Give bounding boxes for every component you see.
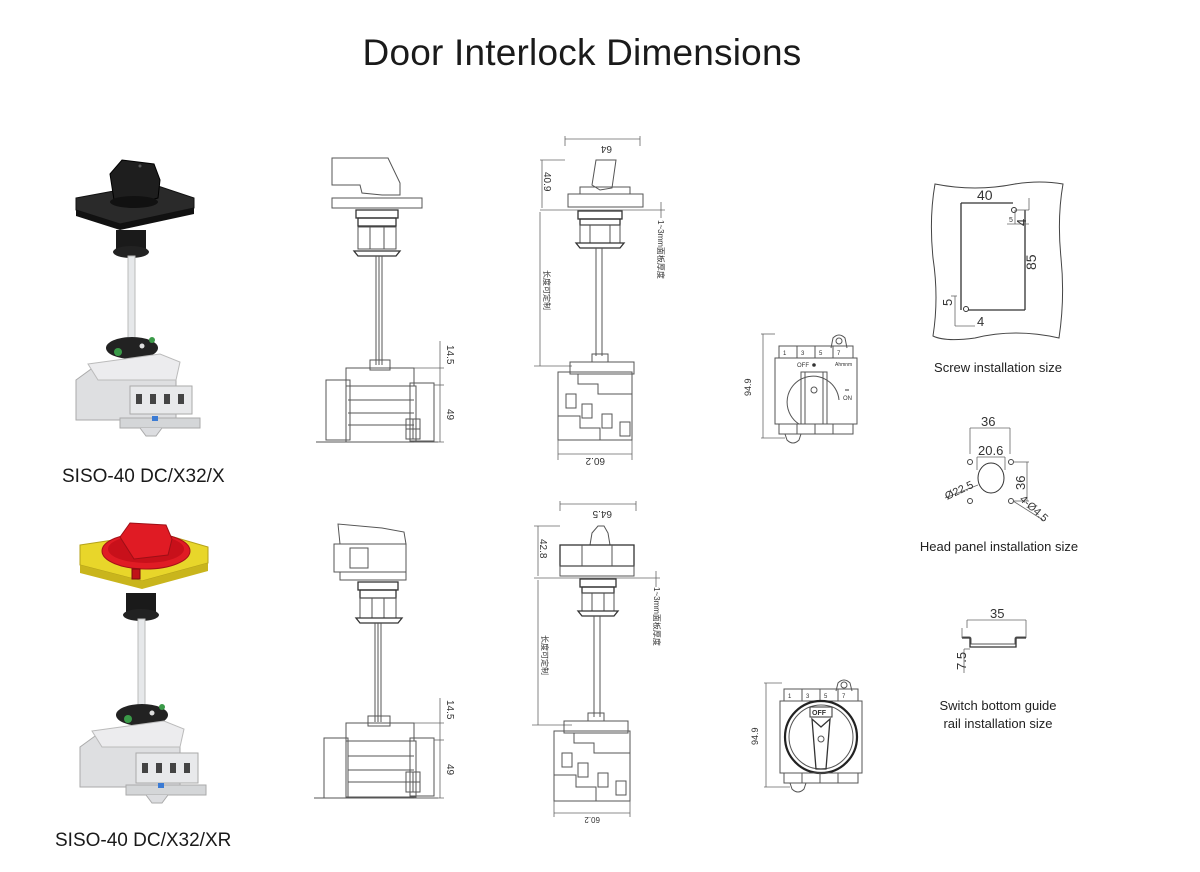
panel-thickness-note-1: 1~3mm面板厚度 [656,220,666,279]
front-view-drawing-1: 64 40.9 1~3mm面板厚度 长度可定制 60.2 [534,136,666,466]
page-title: Door Interlock Dimensions [362,32,802,73]
model-label-1: SISO-40 DC/X32/X [62,466,225,487]
rail-dim-height: 7.5 [954,652,969,670]
front-dim-body-2: 60.2 [584,815,600,824]
head-dim-holes: 4-Ø4.5 [1017,493,1050,524]
panel-thickness-note-2: 1~3mm面板厚度 [652,587,662,646]
model-label-2: SISO-40 DC/X32/XR [55,830,232,851]
side-view-drawing-1: 14.5 49 [316,157,455,443]
terminal-label: 1 [788,694,792,700]
side-view-drawing-2: 14.5 49 [314,523,455,799]
rail-caption: Switch bottom guide rail installation si… [915,697,1081,733]
off-label: OFF [812,710,827,717]
terminal-label: 7 [837,351,841,357]
front-dim-head-1: 40.9 [541,172,552,192]
product-render-2 [79,522,209,804]
face-dim-height-2: 94.9 [750,727,760,745]
rail-drawing: 35 7.5 [954,606,1027,673]
head-dim-hole-spacing-v: 36 [1013,476,1028,490]
head-panel-drawing: 36 20.6 36 Ø22.5 4-Ø4.5 [943,414,1050,525]
terminal-label: 5 [824,694,828,700]
front-dim-head-2: 42.8 [537,539,548,559]
screw-dim-bottom-v: 5 [940,299,955,306]
front-dim-width-1: 64 [600,143,612,154]
side-dim-top-1: 14.5 [444,345,455,365]
side-dim-body-2: 49 [444,764,455,776]
terminal-label: 3 [806,694,810,700]
off-label: OFF [797,363,809,369]
screw-dim-height: 85 [1023,254,1039,270]
rail-caption-line1: Switch bottom guide [939,698,1057,713]
length-note-1: 长度可定制 [542,270,552,310]
head-dim-cutout: 20.6 [978,443,1003,458]
on-label: ON [843,396,852,402]
handle-knob [119,522,173,560]
face-view-drawing-2: 94.9 1 3 5 7 OFF [750,679,863,793]
front-view-drawing-2: 64.5 42.8 1~3mm面板厚度 长度可定制 60.2 [532,501,662,824]
face-dim-height-1: 94.9 [743,378,753,396]
screw-installation-caption: Screw installation size [934,360,1062,375]
svg-text:Ahmnm: Ahmnm [835,362,852,368]
head-dim-diameter: Ø22.5 [943,479,975,503]
face-view-drawing-1: 94.9 1 3 5 7 OFF Ahmnm ON [743,333,858,444]
terminal-label: 3 [801,351,805,357]
rail-dim-width: 35 [990,606,1004,621]
screw-dim-offset-top: 4 [1014,219,1029,226]
screw-dim-width: 40 [977,187,993,203]
terminal-label: 7 [842,694,846,700]
terminal-label: 5 [819,351,823,357]
screw-installation-drawing: 40 5 4 85 5 4 [930,181,1064,341]
front-dim-width-2: 64.5 [592,508,612,519]
product-render-1 [75,159,201,437]
head-dim-hole-spacing-h: 36 [981,414,995,429]
side-dim-top-2: 14.5 [444,700,455,720]
front-dim-body-1: 60.2 [585,455,605,466]
screw-dim-offset-small: 5 [1009,217,1013,224]
length-note-2: 长度可定制 [540,635,550,675]
head-panel-caption: Head panel installation size [919,539,1079,554]
rail-caption-line2: rail installation size [943,716,1053,731]
side-dim-body-1: 49 [444,409,455,421]
terminal-label: 1 [783,351,787,357]
screw-dim-bottom-h: 4 [977,314,984,329]
